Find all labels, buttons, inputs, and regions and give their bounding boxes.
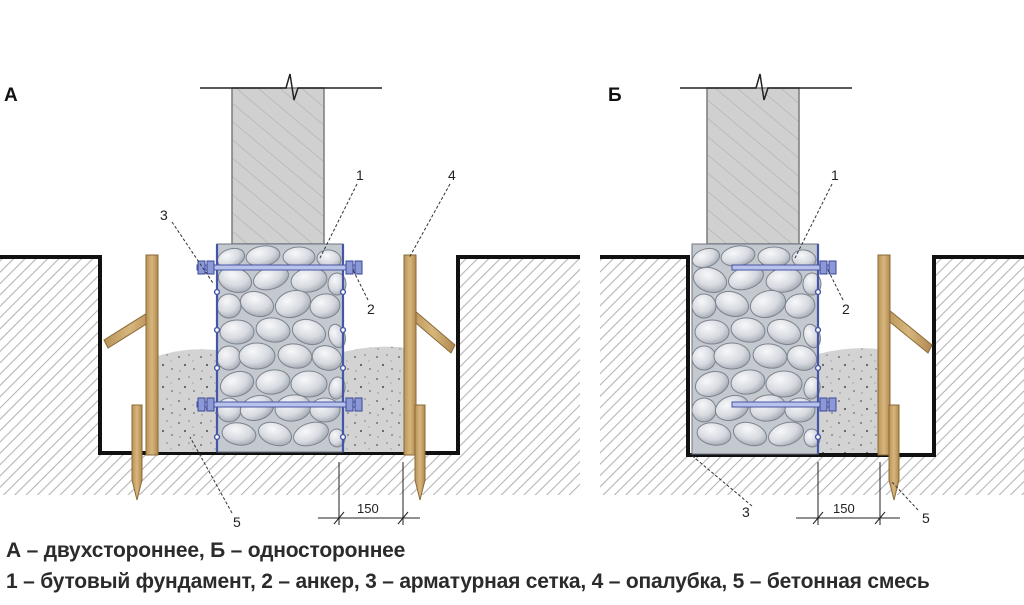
rubble-stone [757,246,791,268]
callout-5-a: 5 [233,514,241,530]
ground-section-b [600,257,1024,495]
rubble-stone [277,343,313,369]
rubble-stone [291,318,327,346]
dimension-150-b [796,462,900,525]
caption-legend-variants: А – двухстороннее, Б – одностороннее [6,539,406,562]
anchor-bottom-a [196,397,363,412]
ground-line-a [0,255,580,455]
caption-legend-parts: 1 – бутовый фундамент, 2 – анкер, 3 – ар… [6,570,930,593]
ground-line-b [600,255,1024,457]
rubble-stone [765,370,803,398]
rubble-stones-a [216,245,347,448]
callout-3-b: 3 [742,504,750,520]
rubble-stone [714,290,750,318]
rubble-stone [784,293,816,319]
formwork-right-a [403,254,456,501]
mesh-nodes-a [213,288,347,441]
rubble-stone [713,342,751,370]
rubble-stone [749,289,787,319]
mesh-nodes-b [814,288,822,441]
callout-2-a: 2 [367,301,375,317]
dimension-label-a: 150 [357,501,379,516]
break-line-b [680,73,852,101]
rubble-stone [219,370,255,398]
callout-1-a: 1 [356,167,364,183]
rubble-stone [290,370,328,398]
formwork-left-a [103,254,159,501]
panel-letter-b: Б [608,85,622,106]
dimension-150-a [318,462,420,525]
ground-section-a [0,257,580,495]
callout-leaders-b [689,183,919,511]
rubble-stone [691,397,717,423]
rubble-stone [732,421,768,447]
formwork-right-b [877,254,933,501]
rubble-stone [309,293,341,319]
rubble-stone [311,345,343,371]
rubble-stone [293,421,329,447]
rubble-stone [694,319,730,345]
rubble-stone [692,266,728,294]
panel-a-double-sided: 150 А 1 4 3 2 5 [0,73,580,530]
rubble-stone [219,319,255,345]
rubble-stone [766,318,802,346]
rubble-stone [274,289,312,319]
rubble-stone [691,293,717,319]
dimension-label-b: 150 [833,501,855,516]
callout-4-a: 4 [448,167,456,183]
rubble-stone [803,376,821,400]
rubble-stone [786,345,818,371]
anchor-top-a [196,260,363,275]
rubble-stone [694,370,730,398]
callout-5-b: 5 [922,510,930,526]
brick-column-a [231,87,325,245]
concrete-mix-right-a [343,346,409,452]
rubble-stone [730,369,766,395]
anchor-top-b [731,260,837,275]
anchor-bottom-b [731,397,837,412]
rubble-stone [696,422,732,446]
rubble-stone [282,246,316,268]
brick-column-b [706,87,800,245]
callout-3-a: 3 [160,207,168,223]
rubble-stone [255,369,291,395]
rubble-stone [255,317,291,343]
rubble-stone [768,421,804,447]
callout-leaders-a [171,183,451,514]
panel-b-single-sided: 150 Б 1 2 3 5 [600,73,1024,526]
rubble-stone [730,317,766,343]
rubble-stone [257,421,293,447]
break-line-a [200,73,382,101]
rubble-stone [238,342,276,370]
concrete-mix-right-b [818,348,878,453]
reinforcement-mesh-a [215,244,345,452]
rubble-stone [239,290,275,318]
rubble-stones-b [691,245,822,448]
concrete-mix-left-a [158,349,217,452]
rubble-stone [221,422,257,446]
rubble-stone [328,376,346,400]
rubble-stone [691,247,721,269]
callout-2-b: 2 [842,301,850,317]
rubble-stone [752,343,788,369]
callout-1-b: 1 [831,167,839,183]
panel-letter-a: А [4,85,18,106]
